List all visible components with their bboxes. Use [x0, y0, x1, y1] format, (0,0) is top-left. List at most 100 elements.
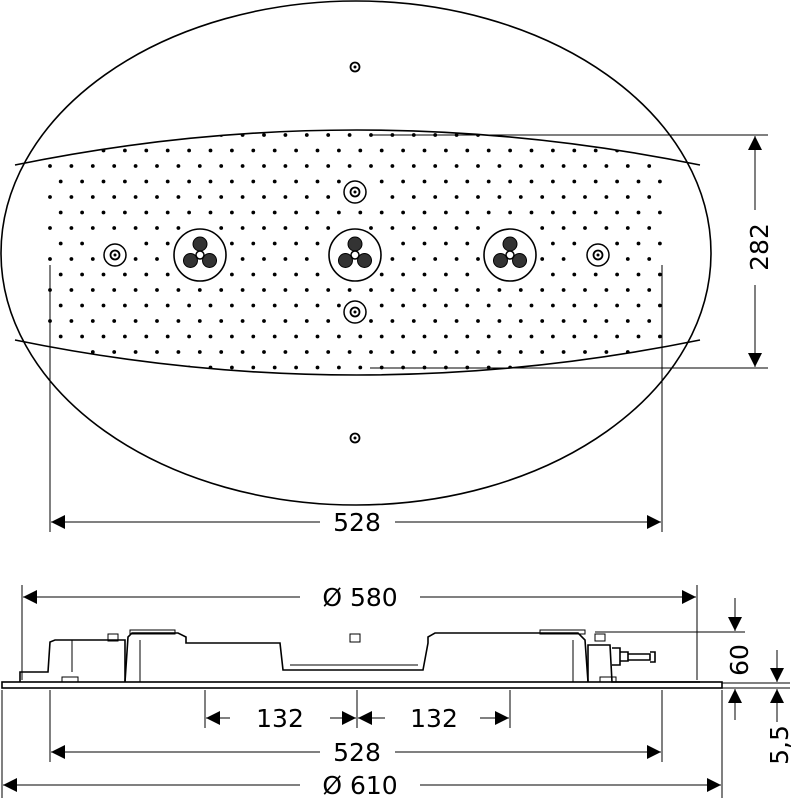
nozzle-dot [101, 272, 106, 277]
nozzle-dot [465, 303, 470, 308]
nozzle-dot [658, 303, 662, 308]
nozzle-dot [390, 226, 395, 230]
nozzle-dot [497, 319, 502, 323]
housing-main [124, 632, 589, 683]
nozzle-dot [411, 164, 416, 168]
dimension-label-diameter-610: Ø 610 [322, 771, 397, 800]
nozzle-dot [486, 303, 491, 308]
nozzle-dot [80, 179, 84, 184]
nozzle-dot [379, 210, 384, 215]
nozzle-dot [433, 257, 438, 261]
nozzle-dot [165, 272, 170, 277]
nozzle-dot [476, 288, 480, 292]
nozzle-dot [401, 179, 405, 184]
nozzle-dot [165, 148, 170, 153]
nozzle-dot [625, 257, 630, 261]
nozzle-dot [123, 179, 127, 184]
nozzle-dot [187, 334, 192, 339]
nozzle-dot [101, 148, 106, 153]
nozzle-dot [604, 164, 609, 168]
nozzle-dot [572, 148, 577, 153]
nozzle-dot [197, 164, 202, 168]
nozzle-dot [604, 319, 609, 323]
nozzle-dot [219, 195, 224, 199]
nozzle-dot [647, 288, 652, 292]
nozzle-dot [272, 334, 277, 339]
nozzle-dot [165, 241, 170, 246]
nozzle-dot [165, 210, 170, 215]
nozzle-dot [454, 350, 459, 354]
nozzle-dot [283, 226, 288, 230]
nozzle-dot [401, 303, 405, 308]
nozzle-dot [315, 148, 320, 153]
nozzle-dot [262, 195, 266, 199]
dimension-label-132-right: 132 [410, 704, 458, 733]
bolt [349, 633, 361, 643]
spray-nozzle-grid [48, 133, 662, 370]
nozzle-dot [497, 288, 502, 292]
nozzle-dot [144, 272, 149, 277]
nozzle-dot [90, 319, 95, 323]
nozzle-dot [187, 148, 192, 153]
nozzle-dot [337, 210, 341, 215]
nozzle-dot [551, 241, 555, 246]
nozzle-dot [133, 164, 138, 168]
nozzle-dot [294, 210, 298, 215]
nozzle-dot [401, 148, 405, 153]
nozzle-dot [658, 334, 662, 339]
nozzle-dot [187, 303, 192, 308]
nozzle-dot [465, 241, 470, 246]
nozzle-dot [208, 334, 213, 339]
nozzle-dot [262, 164, 266, 168]
nozzle-dot [465, 179, 470, 184]
nozzle-dot [197, 288, 202, 292]
nozzle-dot [593, 334, 598, 339]
nozzle-dot [561, 164, 566, 168]
nozzle-dot [369, 319, 373, 323]
nozzle-dot [647, 164, 652, 168]
nozzle-dot [486, 210, 491, 215]
nozzle-dot [540, 226, 545, 230]
nozzle-dot [230, 365, 234, 370]
nozzle-dot [518, 350, 523, 354]
nozzle-dot [551, 303, 555, 308]
nozzle-dot [529, 148, 534, 153]
top-rib [539, 629, 586, 635]
nozzle-dot [187, 179, 192, 184]
nozzle-dot [444, 272, 448, 277]
nozzle-dot [658, 272, 662, 277]
nozzle-dot [240, 226, 245, 230]
nozzle-dot [454, 257, 459, 261]
nozzle-dot [208, 210, 213, 215]
nozzle-dot [454, 226, 459, 230]
massage-jet-cluster [328, 228, 382, 282]
nozzle-dot [133, 257, 138, 261]
nozzle-dot [80, 210, 84, 215]
nozzle-dot [283, 133, 288, 137]
nozzle-dot [304, 257, 309, 261]
nozzle-dot [262, 133, 266, 137]
nozzle-dot [411, 195, 416, 199]
nozzle-dot [561, 226, 566, 230]
massage-jet-cluster [173, 228, 227, 282]
nozzle-dot [529, 210, 534, 215]
nozzle-dot [144, 148, 149, 153]
nozzle-dot [48, 133, 52, 137]
nozzle-dot [80, 272, 84, 277]
nozzle-dot [358, 148, 363, 153]
housing-left [19, 639, 126, 682]
nozzle-dot [390, 195, 395, 199]
nozzle-dot [561, 288, 566, 292]
single-jet [343, 300, 367, 324]
nozzle-dot [208, 365, 213, 370]
nozzle-dot [615, 303, 619, 308]
nozzle-dot [48, 226, 52, 230]
nozzle-dot [476, 319, 480, 323]
nozzle-dot [583, 288, 587, 292]
nozzle-dot [444, 303, 448, 308]
nozzle-dot [176, 195, 181, 199]
nozzle-dot [369, 164, 373, 168]
nozzle-dot [155, 319, 159, 323]
nozzle-dot [176, 226, 181, 230]
nozzle-dot [422, 210, 427, 215]
